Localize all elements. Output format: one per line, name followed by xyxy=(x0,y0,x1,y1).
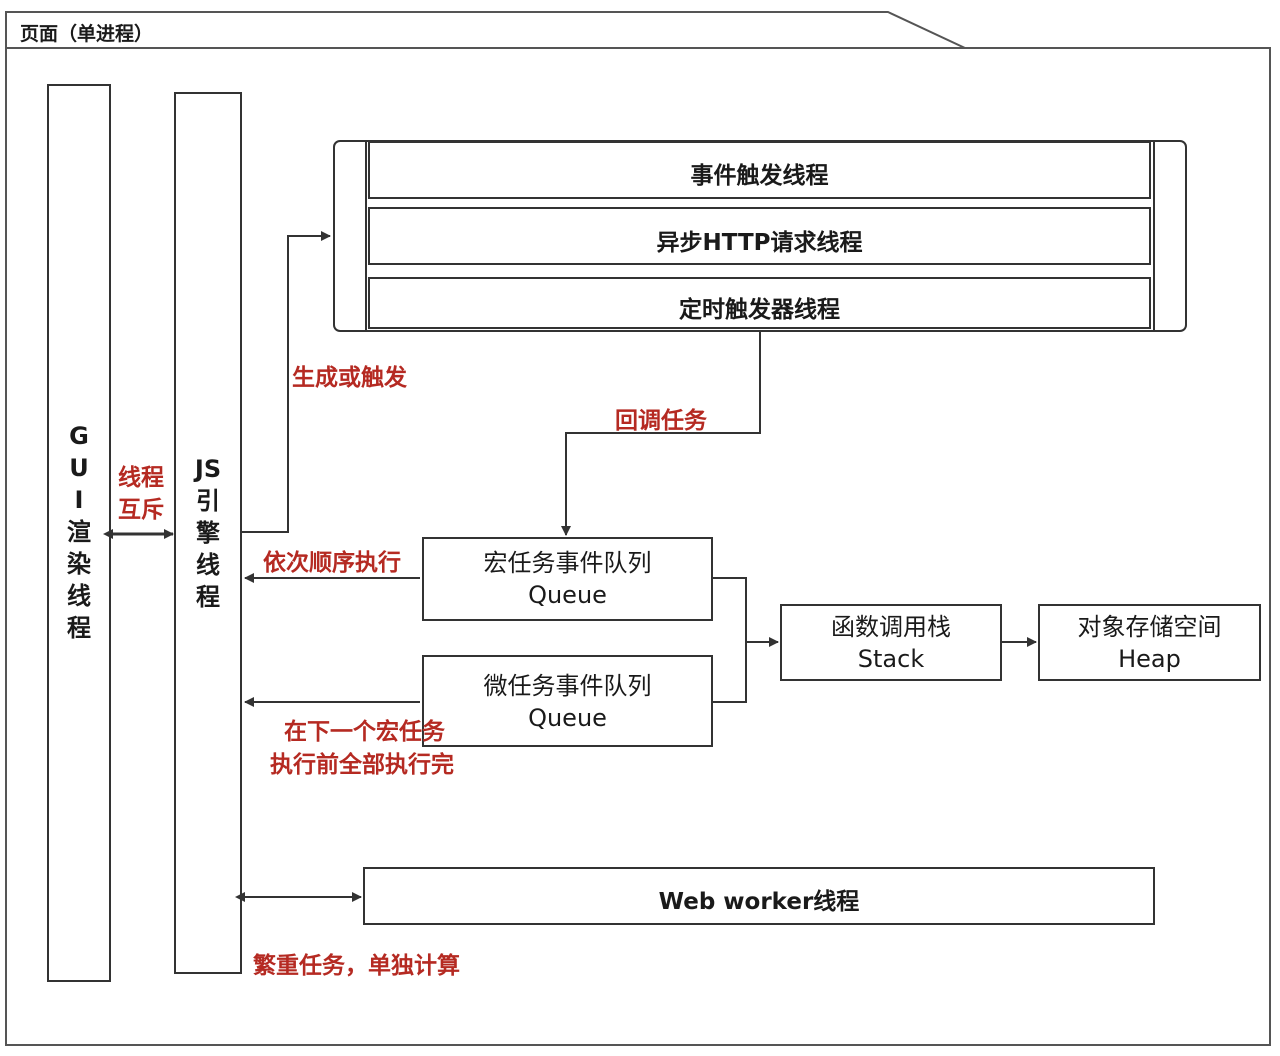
micro-queue-title: 微任务事件队列 xyxy=(483,672,652,700)
macro-to-stack-line xyxy=(712,577,747,642)
mutex-line2: 互斥 xyxy=(118,497,164,523)
js-engine-bar xyxy=(174,92,242,974)
call-stack-title: 函数调用栈 xyxy=(831,613,951,641)
js-char: 线 xyxy=(196,551,220,579)
timer-box xyxy=(368,277,1151,329)
gui-char: 渲 xyxy=(67,518,91,546)
async-http-label: 异步HTTP请求线程 xyxy=(656,230,863,256)
heap-box xyxy=(1038,604,1261,681)
web-worker-box xyxy=(363,867,1155,925)
callback-task-arrow xyxy=(561,331,761,536)
heap-text: 对象存储空间 Heap xyxy=(1039,611,1260,675)
heap-subtitle: Heap xyxy=(1118,645,1181,673)
micro-queue-subtitle: Queue xyxy=(528,704,607,732)
web-worker-label: Web worker线程 xyxy=(658,889,860,915)
call-stack-text: 函数调用栈 Stack xyxy=(781,611,1001,675)
micro-note-line1: 在下一个宏任务 xyxy=(284,719,445,745)
execute-in-order-label: 依次顺序执行 xyxy=(263,550,401,576)
mutex-line1: 线程 xyxy=(118,465,164,491)
call-stack-box xyxy=(780,604,1002,681)
heap-title: 对象存储空间 xyxy=(1077,613,1222,641)
heavy-task-label: 繁重任务，单独计算 xyxy=(253,953,460,979)
async-http-box xyxy=(368,207,1151,265)
generate-trigger-label: 生成或触发 xyxy=(292,365,407,391)
gui-char: 染 xyxy=(67,550,91,578)
event-trigger-box xyxy=(368,141,1151,199)
gui-char: 程 xyxy=(67,614,91,642)
gui-char: U xyxy=(69,454,89,482)
gui-char: 线 xyxy=(67,582,91,610)
event-trigger-label: 事件触发线程 xyxy=(690,163,829,189)
macro-queue-box xyxy=(422,537,713,621)
generate-trigger-arrow xyxy=(241,231,331,533)
timer-label: 定时触发器线程 xyxy=(679,297,840,323)
js-char: 擎 xyxy=(196,519,220,547)
js-char: JS xyxy=(194,455,222,483)
micro-note-line2: 执行前全部执行完 xyxy=(270,752,454,778)
js-char: 程 xyxy=(196,583,220,611)
mutex-label: 线程 互斥 xyxy=(118,462,164,526)
page-frame xyxy=(5,11,1271,1046)
gui-thread-bar xyxy=(47,84,111,982)
macro-queue-title: 宏任务事件队列 xyxy=(483,549,652,577)
micro-queue-box xyxy=(422,655,713,747)
gui-char: I xyxy=(74,486,84,514)
gui-char: G xyxy=(69,422,89,450)
callback-task-label: 回调任务 xyxy=(615,408,707,434)
macro-queue-subtitle: Queue xyxy=(528,581,607,609)
micro-queue-text: 微任务事件队列 Queue xyxy=(423,670,712,734)
frame-title: 页面（单进程） xyxy=(20,23,154,45)
call-stack-subtitle: Stack xyxy=(857,645,925,673)
micro-to-stack-line xyxy=(712,642,747,703)
macro-queue-text: 宏任务事件队列 Queue xyxy=(423,547,712,611)
js-engine-label: JS 引 擎 线 程 xyxy=(175,453,241,613)
js-char: 引 xyxy=(196,487,220,515)
gui-thread-label: G U I 渲 染 线 程 xyxy=(48,420,110,644)
